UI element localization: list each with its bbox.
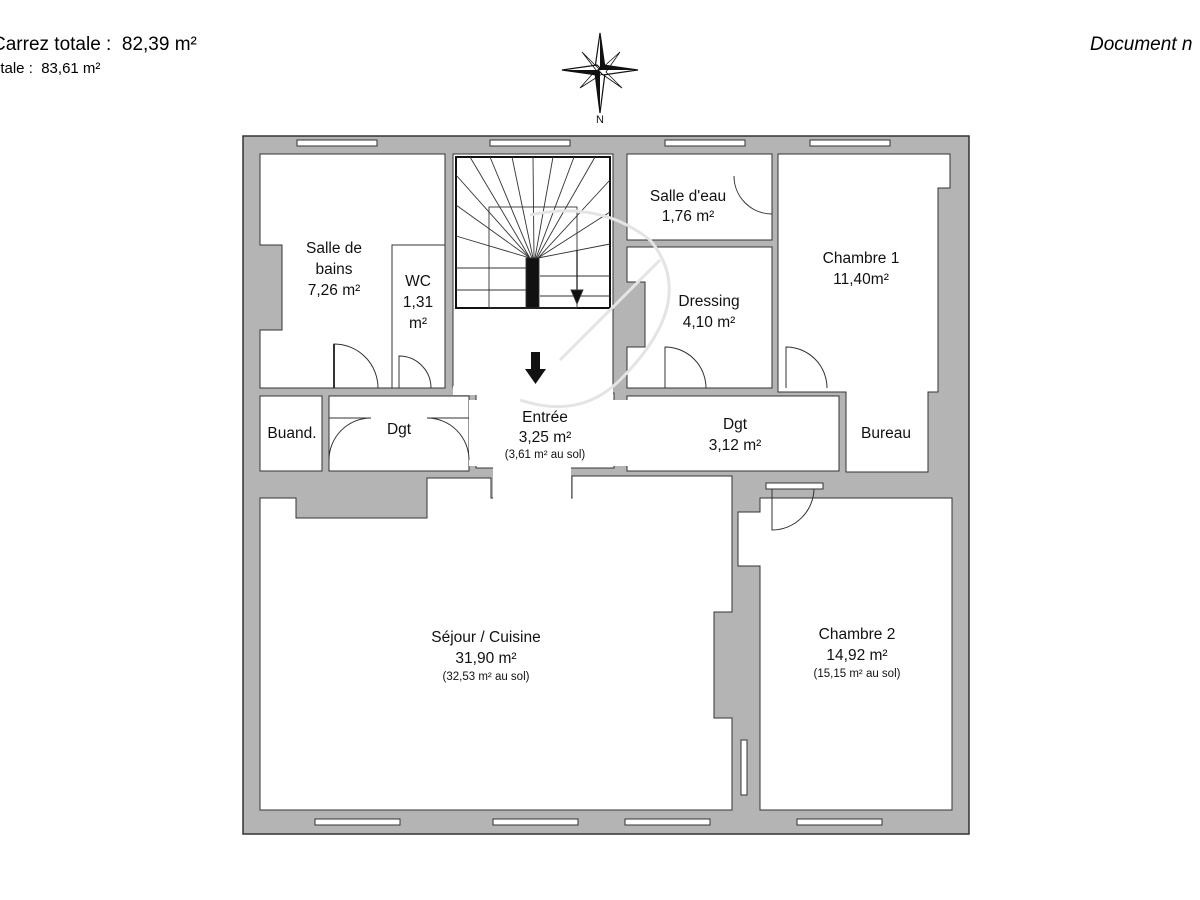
room-wc: [391, 244, 446, 389]
room-dgt-right: [626, 395, 840, 472]
floor-area-entree: (3,61 m² au sol): [505, 449, 586, 461]
door-buanderie: [328, 417, 372, 461]
floor-area-chambre2: (15,15 m² au sol): [814, 668, 901, 680]
door-dgt: [426, 417, 470, 461]
watermark: [519, 209, 671, 409]
room-sejour-cuisine: [259, 475, 733, 811]
label-entree: Entrée: [522, 409, 568, 426]
totale-value: 83,61 m²: [41, 60, 101, 77]
door-salle-de-bains: [333, 343, 379, 389]
door-chambre2: [771, 487, 815, 531]
door-salle-deau: [733, 175, 773, 215]
label-bureau: Bureau: [861, 425, 911, 442]
area-chambre2: 14,92 m²: [826, 647, 887, 664]
area-chambre1: 11,40m²: [833, 271, 889, 288]
door-dressing: [664, 346, 707, 389]
surface-total: otale : 83,61 m²: [0, 60, 100, 77]
label-chambre1: Chambre 1: [823, 250, 900, 267]
room-chambre2: [737, 497, 953, 811]
carrez-total: Carrez totale : 82,39 m²: [0, 34, 197, 56]
label-sejour: Séjour / Cuisine: [431, 629, 540, 646]
door-wc: [398, 355, 432, 389]
room-dressing: [626, 246, 773, 389]
room-buanderie: [259, 395, 323, 472]
area-dressing: 4,10 m²: [683, 314, 736, 331]
wall-openings: [453, 386, 628, 501]
room-salle-deau: [626, 153, 773, 241]
room-chambre1: [777, 153, 951, 473]
entrance-arrow-icon: [525, 352, 546, 384]
area-entree: 3,25 m²: [519, 429, 572, 446]
floor-area-sejour: (32,53 m² au sol): [443, 671, 530, 683]
area-salle-deau: 1,76 m²: [662, 208, 715, 225]
totale-label: otale :: [0, 60, 33, 77]
room-dgt-left: [328, 395, 470, 472]
label-dressing: Dressing: [678, 293, 739, 310]
rooms: [259, 153, 953, 811]
document-note: Document n: [1090, 34, 1193, 55]
carrez-value: 82,39 m²: [121, 34, 197, 55]
label-salle-deau: Salle d'eau: [650, 188, 726, 205]
label-dgt-right: Dgt: [723, 416, 748, 433]
door-chambre1: [785, 346, 828, 389]
north-label: N: [596, 114, 604, 126]
label-salle-de-bains-2: bains: [315, 261, 352, 278]
area-salle-de-bains: 7,26 m²: [308, 282, 361, 299]
compass-icon: N: [561, 32, 639, 126]
carrez-label: Carrez totale :: [0, 34, 112, 55]
label-chambre2: Chambre 2: [819, 626, 896, 643]
label-buanderie: Buand.: [267, 425, 316, 442]
area-sejour: 31,90 m²: [455, 650, 516, 667]
label-salle-de-bains-1: Salle de: [306, 240, 362, 257]
staircase: [455, 156, 611, 309]
room-labels: Salle de bains 7,26 m² WC 1,31 m² Salle …: [267, 188, 911, 683]
doors: [328, 175, 828, 531]
area-dgt-right: 3,12 m²: [709, 437, 762, 454]
area-wc-unit: m²: [409, 315, 427, 332]
windows: [296, 139, 891, 826]
label-wc: WC: [405, 273, 431, 290]
area-wc: 1,31: [403, 294, 433, 311]
label-dgt-left: Dgt: [387, 421, 412, 438]
